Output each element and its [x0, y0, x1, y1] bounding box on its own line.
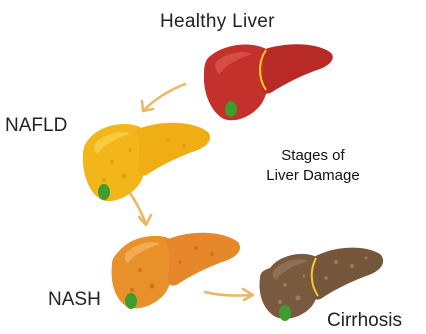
- healthy-liver-illustration: [204, 44, 333, 120]
- cirrhosis-gallbladder: [279, 305, 291, 321]
- label-nafld: NAFLD: [5, 115, 67, 137]
- nash-liver-left-lobe: [166, 233, 240, 286]
- nafld-gallbladder: [98, 184, 110, 200]
- label-healthy-liver: Healthy Liver: [160, 11, 275, 33]
- cirrhosis-liver-left-lobe: [312, 248, 383, 300]
- nafld-liver-left-lobe: [136, 123, 210, 176]
- nafld-liver-illustration: [83, 123, 210, 201]
- label-nash: NASH: [48, 289, 101, 311]
- healthy-liver-left-lobe: [262, 44, 333, 93]
- nash-gallbladder: [125, 293, 137, 309]
- arrow-nafld-to-nash: [130, 193, 146, 224]
- diagram-title: Stages of Liver Damage: [248, 146, 378, 186]
- label-cirrhosis: Cirrhosis: [327, 310, 402, 332]
- healthy-gallbladder: [225, 101, 237, 117]
- title-line-1: Stages of: [248, 146, 378, 166]
- arrow-healthy-to-nafld: [144, 84, 185, 110]
- title-line-2: Liver Damage: [248, 166, 378, 186]
- arrow-nash-to-cirrhosis: [205, 292, 252, 296]
- nash-liver-illustration: [112, 233, 241, 309]
